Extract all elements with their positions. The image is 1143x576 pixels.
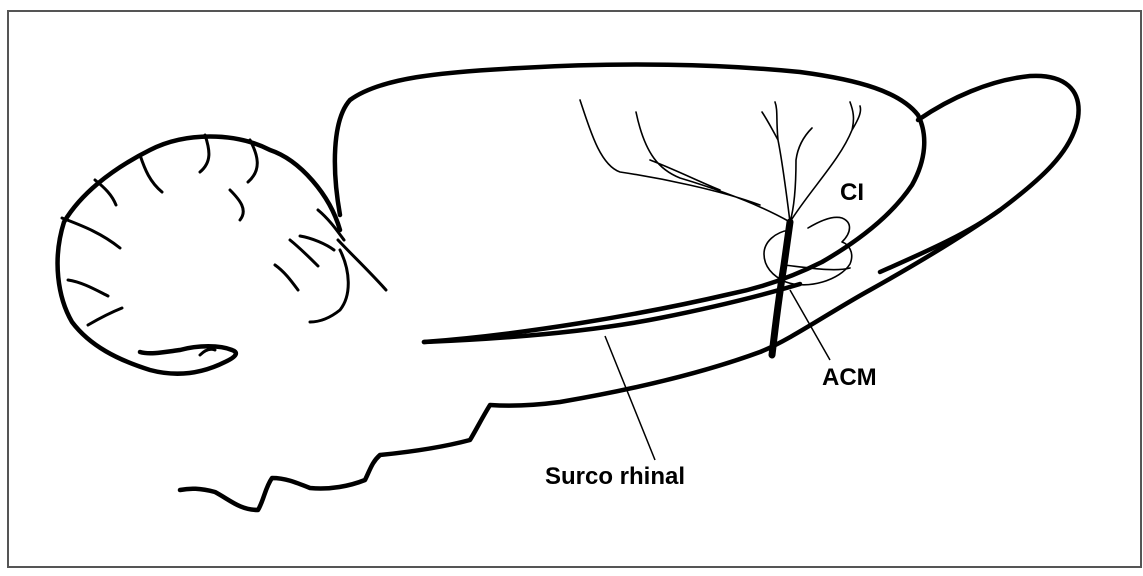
- artery-branches: [580, 100, 861, 270]
- surco-label: Surco rhinal: [545, 463, 685, 490]
- cerebellar-folia: [62, 135, 386, 355]
- acm-leader: [790, 290, 830, 360]
- cerebrum-outline: [335, 65, 924, 342]
- ci-label: CI: [840, 179, 864, 206]
- acm-label: ACM: [822, 364, 877, 391]
- surco-leader: [605, 336, 655, 460]
